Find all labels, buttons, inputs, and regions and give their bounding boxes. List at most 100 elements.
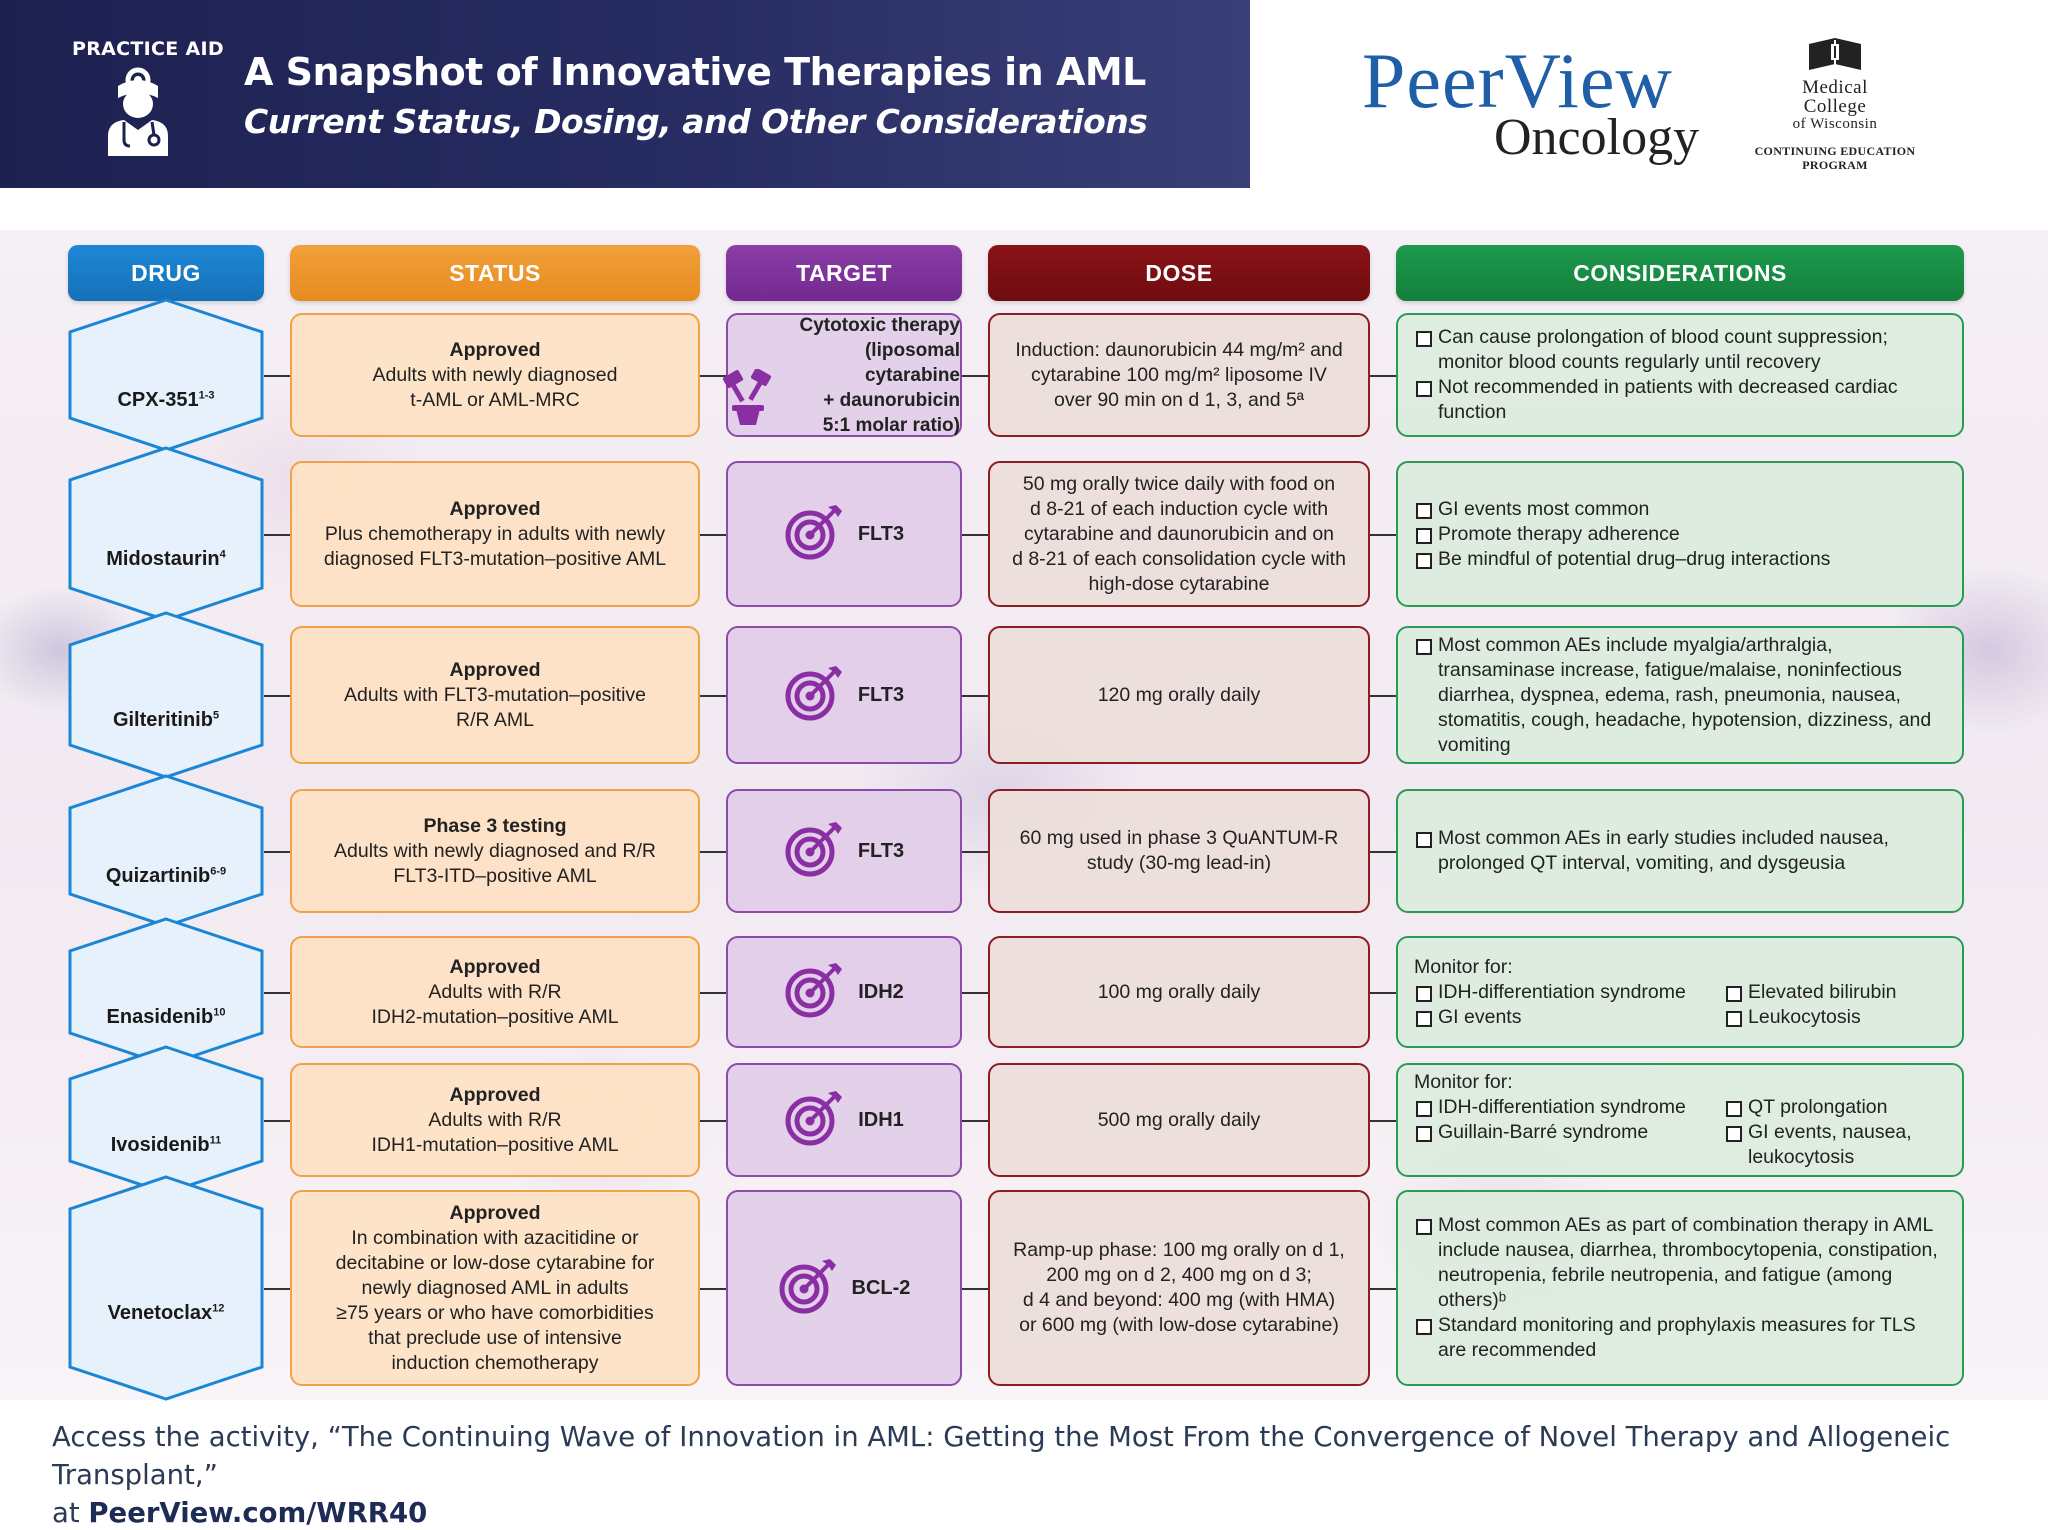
status-heading: Approved bbox=[449, 658, 541, 681]
connector-line bbox=[700, 1288, 726, 1290]
dose-line: 200 mg on d 2, 400 mg on d 3; bbox=[1046, 1264, 1312, 1286]
status-line: that preclude use of intensive bbox=[368, 1326, 622, 1349]
status-heading: Approved bbox=[449, 955, 541, 978]
status-line: Adults with R/R bbox=[428, 1108, 562, 1131]
mcw-line3: of Wisconsin bbox=[1792, 116, 1878, 132]
mcw-line1: Medical bbox=[1802, 77, 1868, 98]
mcw-logo[interactable]: Medical College of Wisconsin CONTINUING … bbox=[1740, 36, 1930, 172]
dose-line: Induction: daunorubicin 44 mg/m² and bbox=[1015, 338, 1343, 361]
monitor-label: Monitor for: bbox=[1414, 955, 1513, 978]
target-content: FLT3 bbox=[784, 501, 904, 568]
consideration-item: IDH-differentiation syndrome bbox=[1414, 980, 1724, 1005]
dose-line: or 600 mg (with low-dose cytarabine) bbox=[1019, 1314, 1339, 1336]
page-title: A Snapshot of Innovative Therapies in AM… bbox=[244, 50, 1146, 94]
consideration-item: Can cause prolongation of blood count su… bbox=[1414, 325, 1946, 375]
target-content: IDH2 bbox=[784, 959, 904, 1026]
header-banner: PRACTICE AID A Snapshot of Innovative Th… bbox=[0, 0, 1250, 188]
connector-line bbox=[264, 992, 290, 994]
status-line: ≥75 years or who have comorbidities bbox=[336, 1301, 654, 1324]
connector-line bbox=[1370, 1288, 1396, 1290]
consideration-item: QT prolongation bbox=[1724, 1095, 1954, 1120]
status-line: t-AML or AML-MRC bbox=[410, 388, 580, 411]
dose-line: cytarabine 100 mg/m² liposome IV bbox=[1031, 363, 1327, 386]
mcw-line2: College bbox=[1803, 96, 1867, 117]
considerations-list: Can cause prolongation of blood count su… bbox=[1414, 325, 1946, 425]
doctor-icon bbox=[108, 67, 168, 156]
status-line: Adults with R/R bbox=[428, 980, 562, 1003]
dose-line: d 8-21 of each consolidation cycle with bbox=[1012, 547, 1346, 570]
dose-text: 100 mg orally daily bbox=[1098, 980, 1261, 1005]
consideration-item: GI events, nausea, leukocytosis bbox=[1724, 1120, 1954, 1170]
target-label: Cytotoxic therapy(liposomal cytarabine+ … bbox=[774, 313, 960, 438]
connector-line bbox=[700, 851, 726, 853]
consideration-item: Standard monitoring and prophylaxis meas… bbox=[1414, 1313, 1946, 1363]
dose-line: Ramp-up phase: 100 mg orally on d 1, bbox=[1013, 1239, 1345, 1261]
peerview-oncology-label: Oncology bbox=[1494, 109, 1700, 166]
consideration-item: Elevated bilirubin bbox=[1724, 980, 1954, 1005]
dose-cell: 120 mg orally daily bbox=[988, 626, 1370, 764]
connector-line bbox=[264, 534, 290, 536]
status-heading: Approved bbox=[449, 1083, 541, 1106]
drug-hexagon[interactable]: Midostaurin4 bbox=[68, 446, 264, 622]
connector-line bbox=[1370, 1120, 1396, 1122]
status-line: Adults with newly diagnosed bbox=[372, 363, 618, 386]
considerations-list: Most common AEs as part of combination t… bbox=[1414, 1213, 1946, 1363]
footer-line2: at PeerView.com/WRR40 bbox=[52, 1494, 2002, 1530]
target-label: FLT3 bbox=[857, 839, 905, 862]
consideration-item: Most common AEs as part of combination t… bbox=[1414, 1213, 1946, 1313]
target-line: 5:1 molar ratio) bbox=[822, 414, 960, 436]
drug-name: Quizartinib6-9 bbox=[68, 865, 264, 888]
dose-text: 500 mg orally daily bbox=[1098, 1108, 1261, 1133]
dose-line: 120 mg orally daily bbox=[1097, 683, 1261, 706]
connector-line bbox=[700, 1120, 726, 1122]
consideration-item: IDH-differentiation syndrome bbox=[1414, 1095, 1724, 1120]
drug-name: Ivosidenib11 bbox=[68, 1134, 264, 1157]
drug-hexagon[interactable]: Quizartinib6-9 bbox=[68, 774, 264, 928]
considerations-cell: Most common AEs as part of combination t… bbox=[1396, 1190, 1964, 1386]
footer: Access the activity, “The Continuing Wav… bbox=[52, 1418, 2002, 1530]
drug-hexagon[interactable]: Ivosidenib11 bbox=[68, 1045, 264, 1195]
target-icon bbox=[784, 501, 844, 568]
column-header-drug: DRUG bbox=[68, 245, 264, 301]
target-cell: Cytotoxic therapy(liposomal cytarabine+ … bbox=[722, 313, 962, 437]
drug-hexagon[interactable]: CPX-3511-3 bbox=[68, 298, 264, 452]
connector-line bbox=[264, 695, 290, 697]
drug-name-text: Ivosidenib bbox=[110, 1134, 210, 1156]
considerations-cell: Monitor for:IDH-differentiation syndrome… bbox=[1396, 936, 1964, 1048]
target-content: Cytotoxic therapy(liposomal cytarabine+ … bbox=[720, 313, 960, 438]
connector-line bbox=[264, 851, 290, 853]
drug-reference: 5 bbox=[212, 709, 220, 722]
drug-hexagon[interactable]: Venetoclax12 bbox=[68, 1175, 264, 1401]
drug-reference: 6-9 bbox=[210, 865, 227, 878]
target-content: FLT3 bbox=[784, 662, 904, 729]
considerations-cell: Can cause prolongation of blood count su… bbox=[1396, 313, 1964, 437]
target-line: (liposomal cytarabine bbox=[864, 339, 960, 386]
target-label: FLT3 bbox=[857, 522, 905, 545]
status-line: Plus chemotherapy in adults with newly bbox=[324, 522, 666, 545]
status-line: Adults with FLT3-mutation–positive bbox=[343, 683, 647, 706]
target-line: Cytotoxic therapy bbox=[799, 314, 960, 336]
target-icon bbox=[784, 662, 844, 729]
drug-name-text: Gilteritinib bbox=[112, 709, 213, 731]
monitor-grid: Monitor for:IDH-differentiation syndrome… bbox=[1414, 955, 1954, 1030]
drug-hexagon[interactable]: Gilteritinib5 bbox=[68, 611, 264, 779]
target-label: FLT3 bbox=[857, 683, 905, 706]
drug-hexagon[interactable]: Enasidenib10 bbox=[68, 917, 264, 1067]
peerview-logo[interactable]: PeerView bbox=[1362, 37, 1673, 124]
consideration-item: GI events bbox=[1414, 1005, 1724, 1030]
dose-line: 60 mg used in phase 3 QuANTUM-R bbox=[1019, 827, 1339, 849]
target-icon bbox=[784, 1087, 844, 1154]
activity-link[interactable]: PeerView.com/WRR40 bbox=[88, 1497, 428, 1529]
mcw-line5: PROGRAM bbox=[1802, 158, 1868, 172]
status-line: diagnosed FLT3-mutation–positive AML bbox=[323, 547, 667, 570]
target-icon bbox=[784, 959, 844, 1026]
